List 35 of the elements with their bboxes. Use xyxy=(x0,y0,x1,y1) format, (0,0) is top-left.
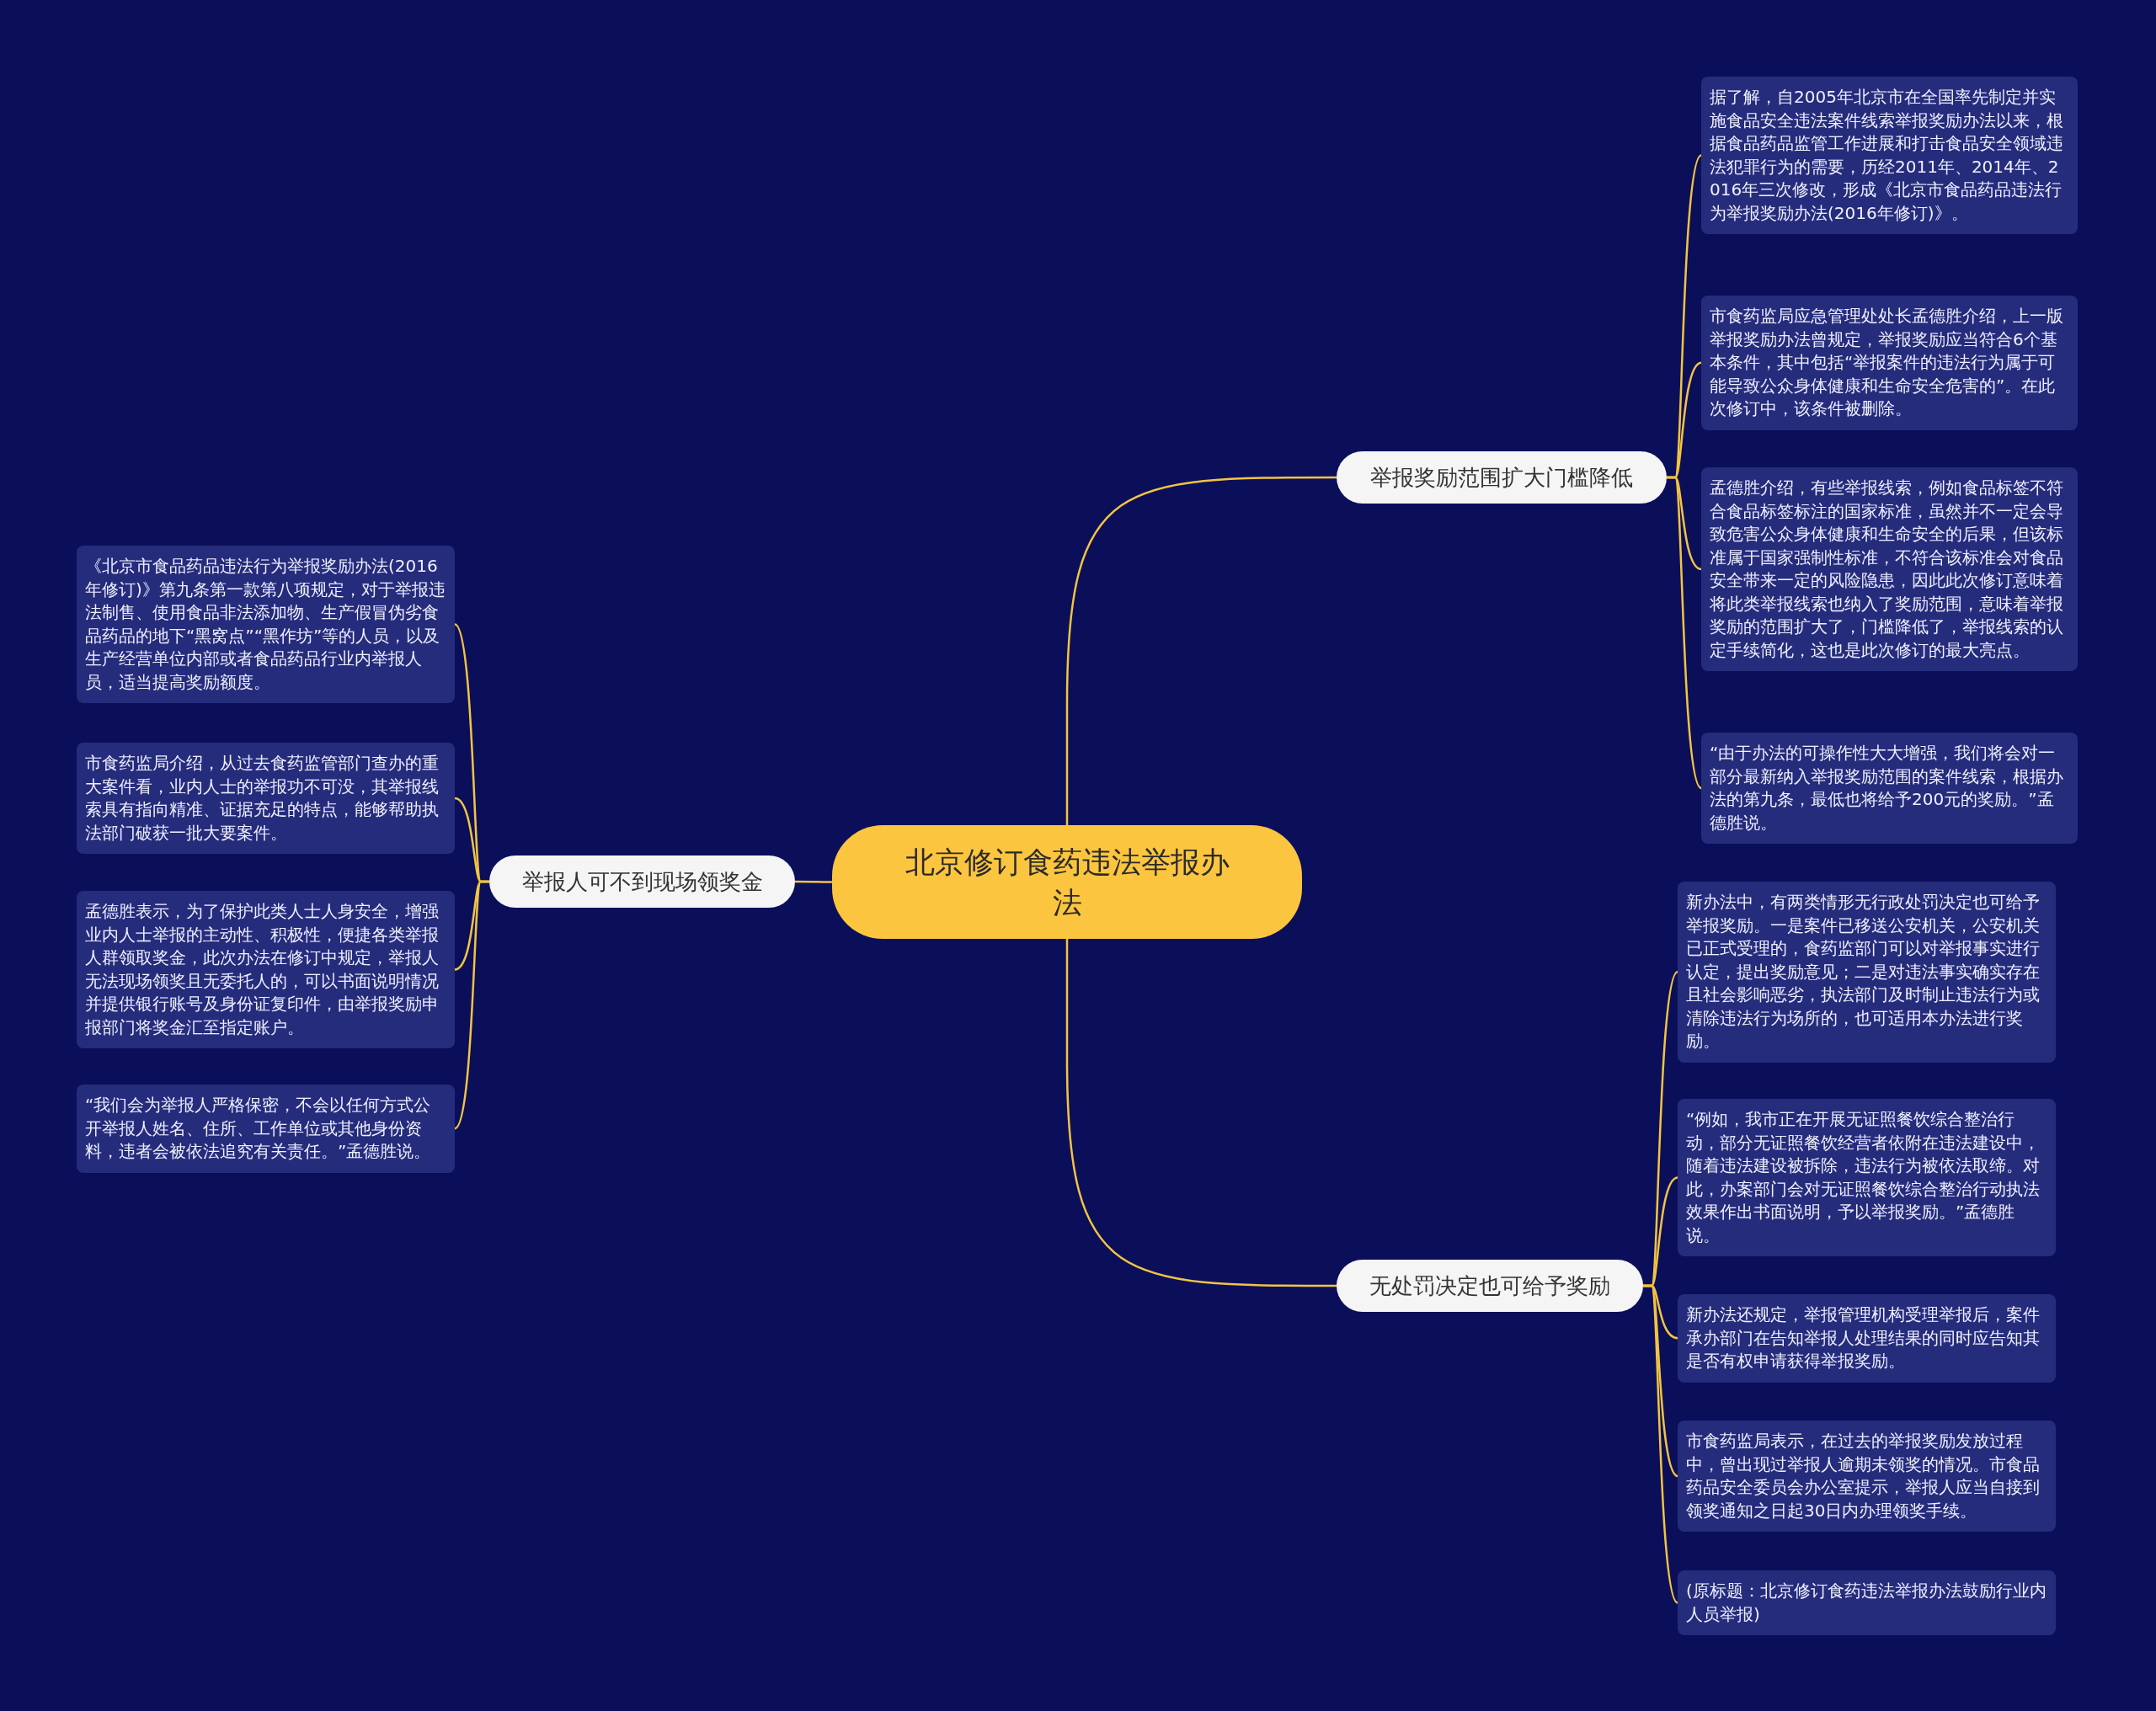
note-text: 新办法中，有两类情形无行政处罚决定也可给予举报奖励。一是案件已移送公安机关，公安机关已正式受理的，食药监部门可以对举报事实进行认定，提出奖励意见；二是对违法事实确实存在且社会影响恶劣，执法部门及时制止违法行为或清除违法行为场所的，也可适用本办法进行奖励。 xyxy=(1686,891,2041,1053)
note-card xyxy=(1678,1421,2056,1532)
note-card xyxy=(1678,1294,2056,1383)
note-text: 市食药监局介绍，从过去食药监管部门查办的重大案件看，业内人士的举报功不可没，其举报线索具有指向精准、证据充足的特点，能够帮助执法部门破获一批大要案件。 xyxy=(85,752,440,845)
note-text: 市食药监局应急管理处处长孟德胜介绍，上一版举报奖励办法曾规定，举报奖励应当符合6个基本条件，其中包括“举报案件的违法行为属于可能导致公众身体健康和生命安全危害的”。在此次修订中，该条件被删除。 xyxy=(1710,305,2064,420)
branch-topic-text: 举报奖励范围扩大门槛降低 xyxy=(1369,464,1634,492)
connector-line xyxy=(1065,939,1337,1287)
connector-line xyxy=(1667,476,1702,789)
note-card xyxy=(77,1085,455,1173)
branch-topic-text: 举报人可不到现场领奖金 xyxy=(520,868,764,896)
note-card xyxy=(1678,882,2056,1063)
note-text: “例如，我市正在开展无证照餐饮综合整治行动，部分无证照餐饮经营者依附在违法建设中，随着违法建设被拆除，违法行为被依法取缔。对此，办案部门会对无证照餐饮综合整治行动执法效果作出书面说明，予以举报奖励。”孟德胜说。 xyxy=(1686,1108,2041,1247)
connector-line xyxy=(1643,1284,1679,1604)
connector-line xyxy=(454,880,489,1130)
note-text: 市食药监局表示，在过去的举报奖励发放过程中，曾出现过举报人逾期未领奖的情况。市食品药品安全委员会办公室提示，举报人应当自接到领奖通知之日起30日内办理领奖手续。 xyxy=(1686,1430,2041,1522)
note-text: 《北京市食品药品违法行为举报奖励办法(2016年修订)》第九条第一款第八项规定，对于举报违法制售、使用食品非法添加物、生产假冒伪劣食品药品的地下“黑窝点”“黑作坊”等的人员，以及生产经营单位内部或者食品药品行业内举报人员，适当提高奖励额度。 xyxy=(85,555,446,694)
connector-line xyxy=(795,880,832,883)
note-text: 孟德胜表示，为了保护此类人士人身安全，增强业内人士举报的主动性、积极性，便捷各类举报人群领取奖金，此次办法在修订中规定，举报人无法现场领奖且无委托人的，可以书面说明情况并提供银行账号及身份证复印件，由举报奖励申报部门将奖金汇至指定账户。 xyxy=(85,900,440,1039)
central-topic-text: 北京修订食药违法举报办法 xyxy=(904,844,1230,921)
note-text: “我们会为举报人严格保密，不会以任何方式公开举报人姓名、住所、工作单位或其他身份资料，违者会被依法追究有关责任。”孟德胜说。 xyxy=(85,1094,432,1163)
note-card xyxy=(1678,1570,2056,1635)
note-text: 据了解，自2005年北京市在全国率先制定并实施食品安全违法案件线索举报奖励办法以来，根据食品药品监管工作进展和打击食品安全领域违法犯罪行为的需要，历经2011年、2014年、2016年三次修改，形成《北京市食品药品违法行为举报奖励办法(2016年修订)》。 xyxy=(1710,86,2064,225)
connector-line xyxy=(1065,476,1337,825)
note-card xyxy=(77,891,455,1048)
note-text: “由于办法的可操作性大大增强，我们将会对一部分最新纳入举报奖励范围的案件线索，根据办法的第九条，最低也将给予200元的奖励。”孟德胜说。 xyxy=(1710,742,2064,834)
note-text: 新办法还规定，举报管理机构受理举报后，案件承办部门在告知举报人处理结果的同时应告知其是否有权申请获得举报奖励。 xyxy=(1686,1303,2041,1373)
note-text: 孟德胜介绍，有些举报线索，例如食品标签不符合食品标签标注的国家标准，虽然并不一定会导致危害公众身体健康和生命安全的后果，但该标准属于国家强制性标准，不符合该标准会对食品安全带来一定的风险隐患，因此此次修订意味着将此类举报线索也纳入了奖励范围，意味着举报奖励的范围扩大了，门槛降低了，举报线索的认定手续简化，这也是此次修订的最大亮点。 xyxy=(1710,477,2064,662)
note-card xyxy=(1701,296,2078,430)
note-card xyxy=(1701,77,2078,234)
note-text: (原标题：北京修订食药违法举报办法鼓励行业内人员举报) xyxy=(1686,1580,2047,1626)
note-card xyxy=(77,743,455,854)
note-card xyxy=(1678,1099,2056,1256)
branch-topic-text: 无处罚决定也可给予奖励 xyxy=(1369,1272,1611,1300)
note-card xyxy=(77,546,455,703)
note-card xyxy=(1701,733,2078,844)
